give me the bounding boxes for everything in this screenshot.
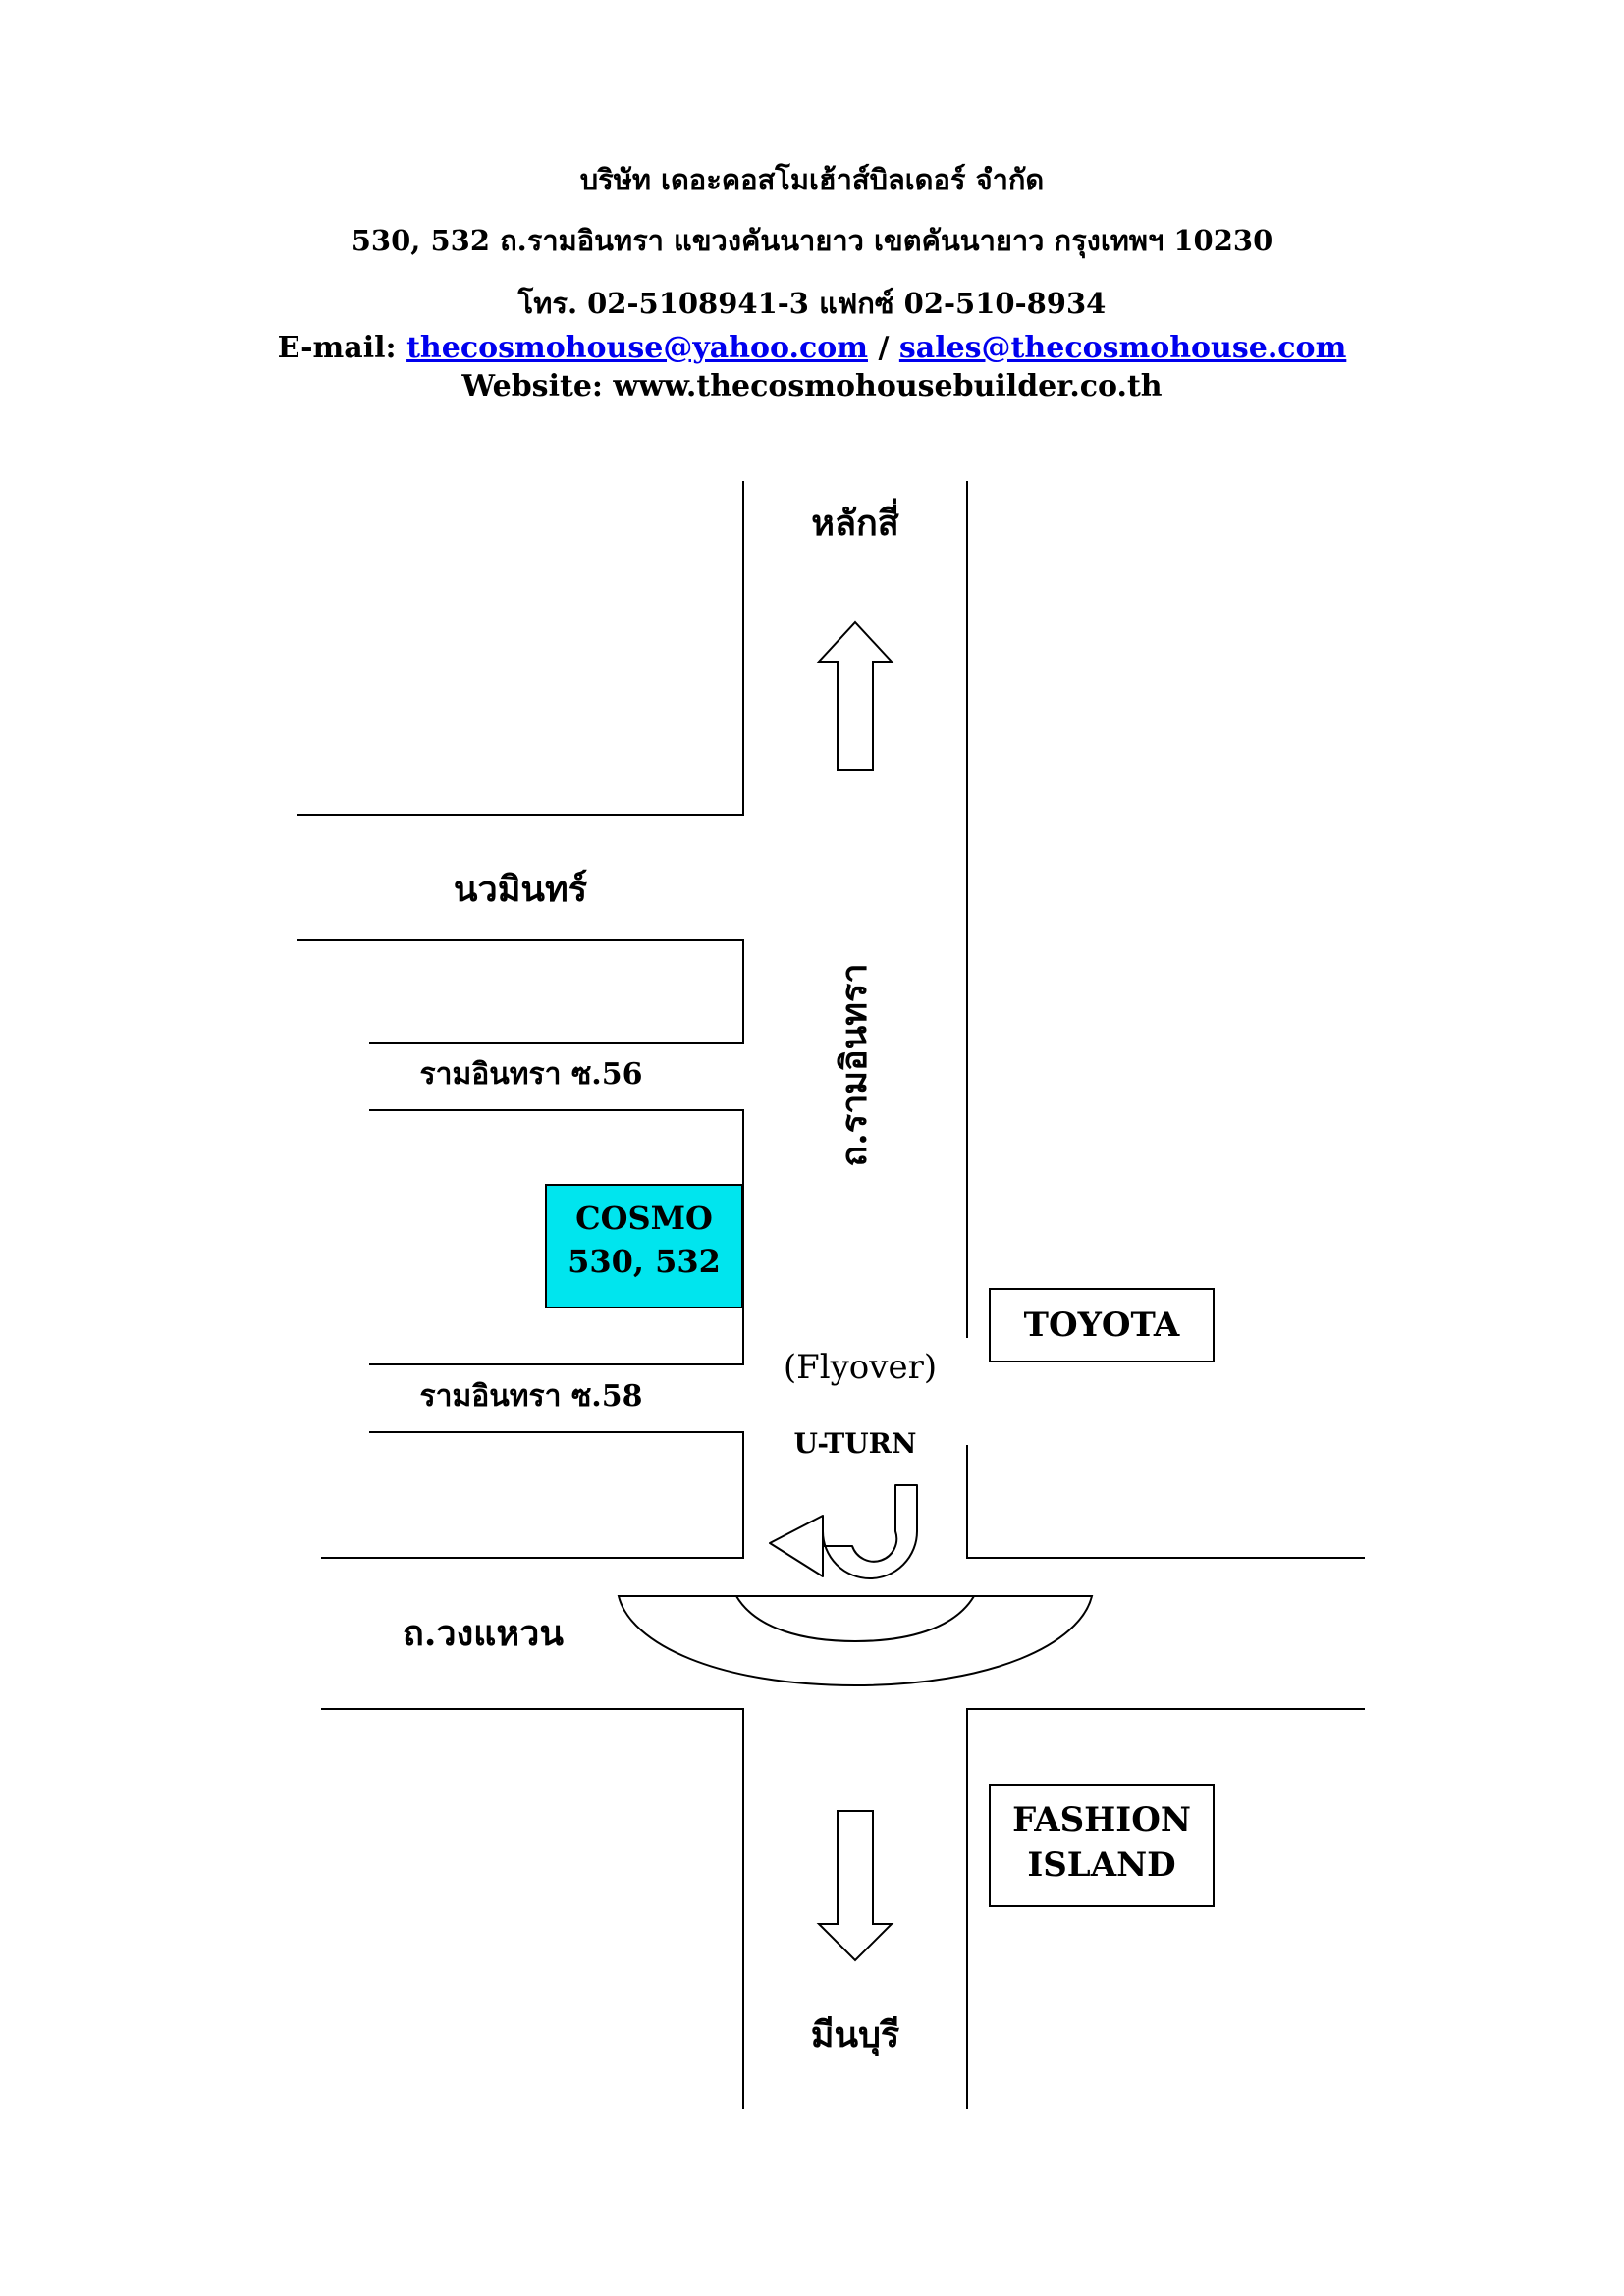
website: Website: www.thecosmohousebuilder.co.th <box>461 369 1163 403</box>
toyota-box <box>989 1288 1215 1362</box>
ring-road-label: ถ.วงแหวน <box>403 1613 564 1654</box>
flyover-arc-icon <box>617 1595 1094 1687</box>
email-label: E-mail: <box>277 331 397 365</box>
main-road-left-edge-4 <box>321 1431 744 1559</box>
phone-fax: โทร. 02-5108941-3 แฟกซ์ 02-510-8934 <box>517 287 1107 320</box>
main-road-left-edge-2 <box>297 939 744 1044</box>
company-address: 530, 532 ถ.รามอินทรา แขวงคันนายาว เขตคัน… <box>351 224 1273 257</box>
flyover-label: (Flyover) <box>784 1348 937 1387</box>
fashion-island-box <box>989 1784 1215 1907</box>
arrow-south-icon <box>816 1810 894 1962</box>
cosmo-label-line1: COSMO <box>575 1200 713 1237</box>
main-road-left-edge-5 <box>321 1708 744 2109</box>
road-lines <box>297 481 1365 2109</box>
arrow-north-icon <box>816 620 894 771</box>
email-link-sales[interactable]: sales@thecosmohouse.com <box>898 331 1347 365</box>
u-turn-arrow-icon <box>769 1484 918 1579</box>
main-road-label: ถ.รามอินทรา <box>834 963 875 1166</box>
email-line: E-mail: thecosmohouse@yahoo.com / sales@… <box>0 331 1624 365</box>
company-name: บริษัท เดอะคอสโมเฮ้าส์บิลเดอร์ จำกัด <box>579 163 1045 196</box>
soi-56-label: รามอินทรา ซ.56 <box>420 1057 643 1092</box>
south-destination-label: มีนบุรี <box>811 2014 900 2057</box>
main-road-right-edge-mid <box>966 1445 1365 1559</box>
cosmo-label-line2: 530, 532 <box>568 1243 721 1280</box>
soi-58-label: รามอินทรา ซ.58 <box>420 1379 643 1414</box>
email-link-yahoo[interactable]: thecosmohouse@yahoo.com <box>406 331 868 365</box>
cosmo-box <box>545 1184 743 1308</box>
u-turn-label: U-TURN <box>793 1427 916 1460</box>
email-separator: / <box>878 331 890 365</box>
toyota-label: TOYOTA <box>1024 1306 1180 1345</box>
side-road-top-label: นวมินทร์ <box>454 869 588 910</box>
fashion-label-line1: FASHION <box>1012 1800 1191 1840</box>
north-destination-label: หลักสี่ <box>811 498 899 544</box>
fashion-label-line2: ISLAND <box>1027 1845 1175 1885</box>
main-road-left-edge-1 <box>297 481 744 816</box>
main-road-right-edge-bottom <box>966 1708 1365 2109</box>
